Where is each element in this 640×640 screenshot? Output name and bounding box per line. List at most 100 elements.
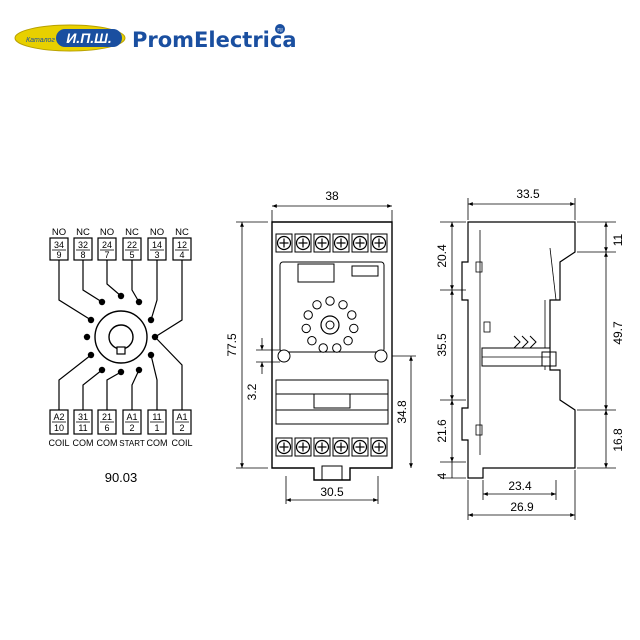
terminal-num-bottom: 10 (54, 423, 64, 433)
top-terminal: NC 328 (73, 227, 93, 261)
terminal-num-top: 22 (127, 240, 137, 250)
front-dimensions (236, 204, 416, 504)
terminal-type-label: NO (52, 227, 66, 238)
terminal-screw-icon (332, 233, 350, 253)
terminal-num-bottom: 7 (104, 250, 109, 260)
terminal-function-label: COM (97, 438, 118, 448)
terminal-num-top: 11 (152, 412, 161, 422)
socket-hole-icon (347, 310, 357, 320)
top-terminal: NO 247 (97, 227, 117, 261)
terminal-function-label: COIL (171, 438, 192, 448)
side-right-mid-dim: 49.7 (611, 321, 625, 345)
catalog-brand: И.П.Ш. (66, 30, 112, 46)
terminal-num-top: A1 (126, 412, 137, 422)
side-left-mid-dim: 35.5 (435, 333, 449, 357)
terminal-screw-icon (275, 437, 293, 457)
top-terminal: NO 349 (49, 227, 69, 261)
terminal-screw-icon (313, 437, 331, 457)
socket-hole-icon (338, 300, 348, 310)
terminal-num-top: 24 (102, 240, 112, 250)
side-right-top-dim: 11 (611, 233, 625, 246)
socket-hole-icon (349, 323, 359, 334)
front-bottom-width-dim: 30.5 (320, 485, 344, 499)
socket-hole-icon (332, 343, 342, 353)
terminal-screw-icon (294, 437, 312, 457)
top-terminal: NC 124 (172, 227, 192, 261)
header-logo[interactable]: Каталог И.П.Ш. PromElectrica ru (14, 24, 297, 52)
socket-hole-icon (307, 336, 317, 346)
terminal-num-top: A1 (176, 412, 187, 422)
socket-center-ring (94, 310, 148, 364)
terminal-num-bottom: 8 (80, 250, 85, 260)
terminal-num-top: 32 (78, 240, 88, 250)
side-left-top-dim: 20.4 (435, 244, 449, 268)
terminal-function-label: START (119, 439, 145, 448)
terminal-num-bottom: 2 (179, 423, 184, 433)
terminal-num-top: 21 (102, 412, 112, 422)
socket-hole-icon (312, 300, 322, 310)
terminal-num-bottom: 9 (56, 250, 61, 260)
model-number: 90.03 (105, 470, 138, 485)
front-lower-height-dim: 34.8 (395, 400, 409, 424)
side-left-bottom-dim: 4 (435, 472, 449, 479)
terminal-num-top: 34 (54, 240, 64, 250)
terminal-num-top: 14 (152, 240, 162, 250)
terminal-screw-icon (313, 233, 331, 253)
socket-hole-icon (303, 310, 313, 320)
terminal-num-bottom: 4 (179, 250, 184, 260)
terminal-function-label: COM (147, 438, 168, 448)
terminal-screw-icon (351, 437, 369, 457)
top-terminal: NC 225 (122, 227, 142, 261)
terminal-screw-icon (332, 437, 350, 457)
company-tld: ru (277, 28, 282, 34)
front-height-dim: 77.5 (225, 333, 239, 357)
terminal-num-bottom: 1 (154, 423, 159, 433)
front-view (271, 221, 393, 481)
terminal-num-bottom: 5 (129, 250, 134, 260)
terminal-num-bottom: 2 (129, 423, 134, 433)
terminal-screw-icon (294, 233, 312, 253)
side-bottom-outer-dim: 26.9 (510, 500, 534, 514)
terminal-num-bottom: 3 (154, 250, 159, 260)
terminal-type-label: NO (100, 227, 114, 238)
terminal-screw-icon (370, 233, 388, 253)
terminal-num-top: A2 (53, 412, 64, 422)
socket-hole-icon (301, 323, 311, 334)
side-bottom-inner-dim: 23.4 (508, 479, 532, 493)
side-top-width-dim: 33.5 (516, 187, 540, 201)
side-left-lower-dim: 21.6 (435, 419, 449, 443)
side-right-bottom-dim: 16.8 (611, 428, 625, 452)
socket-hole-icon (325, 296, 335, 306)
terminal-function-label: COIL (48, 438, 69, 448)
terminal-type-label: NO (150, 227, 164, 238)
terminal-num-top: 12 (177, 240, 187, 250)
terminal-num-bottom: 6 (104, 423, 109, 433)
terminal-function-label: COM (73, 438, 94, 448)
terminal-type-label: NC (76, 227, 90, 238)
terminal-type-label: NC (125, 227, 139, 238)
catalog-brand-box (56, 29, 122, 47)
front-small-dim: 3.2 (245, 383, 259, 400)
side-view (461, 221, 576, 479)
socket-center-hole (108, 324, 134, 350)
terminal-screw-icon (370, 437, 388, 457)
company-name: PromElectrica (132, 28, 297, 52)
catalog-label: Каталог (26, 37, 55, 44)
terminal-screw-icon (275, 233, 293, 253)
socket-hole-icon (318, 343, 328, 353)
side-dimensions (440, 198, 616, 520)
terminal-num-top: 31 (78, 412, 88, 422)
terminal-screw-icon (351, 233, 369, 253)
terminal-type-label: NC (175, 227, 189, 238)
terminal-num-bottom: 11 (78, 423, 87, 433)
front-width-dim: 38 (325, 189, 339, 203)
socket-hole-icon (343, 336, 353, 346)
